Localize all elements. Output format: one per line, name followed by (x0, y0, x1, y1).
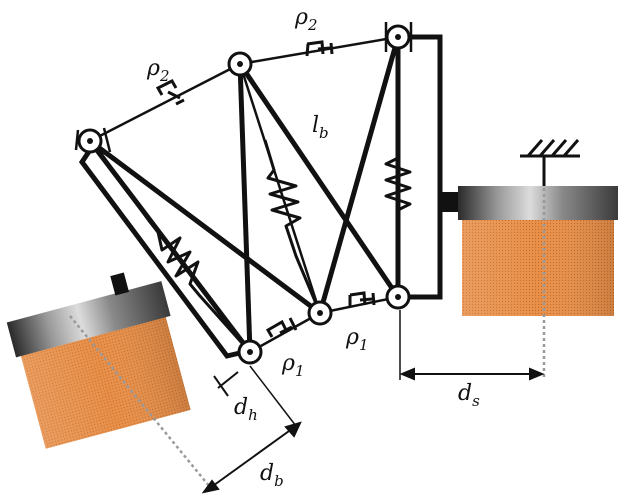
damper-rho2-left (155, 79, 185, 106)
joints (74, 22, 413, 365)
joint-bottom-left (237, 339, 263, 365)
joint-bottom-right (385, 284, 411, 310)
dimension-db (201, 421, 302, 494)
dimension-dh (213, 365, 297, 427)
damper-rho1-bottom (265, 317, 298, 338)
right-actuator-connector (442, 192, 458, 212)
spring-left (90, 140, 252, 353)
pin-joint-icon (74, 127, 112, 154)
left-actuator-axis (69, 315, 215, 493)
left-actuator (6, 272, 191, 449)
right-actuator-cap (458, 186, 618, 220)
damper-rho1-right (348, 291, 376, 307)
right-actuator (442, 186, 618, 380)
label-lb: lb (312, 113, 329, 142)
ground-hatch-icon (520, 139, 580, 186)
joint-bottom-middle (307, 300, 333, 326)
dimension-ds (399, 310, 545, 381)
left-bracket (78, 145, 245, 359)
spring-icon (263, 139, 322, 314)
label-rho2-top: ρ2 (294, 5, 317, 34)
joint-top-right (384, 22, 413, 52)
label-rho1-bottom: ρ1 (281, 351, 304, 380)
label-rho1-right: ρ1 (345, 325, 368, 354)
left-actuator-cap (6, 281, 171, 358)
damper-rho2-top (305, 40, 334, 57)
label-db: db (260, 461, 284, 490)
joint-top-middle (227, 51, 253, 77)
spring-right (384, 120, 412, 297)
left-actuator-connector (110, 272, 129, 296)
left-actuator-body-shade (20, 315, 191, 449)
label-ds: ds (458, 381, 480, 410)
right-actuator-body-shade (462, 218, 614, 316)
damper-icon (155, 40, 376, 338)
cable-network (89, 35, 399, 354)
label-dh: dh (234, 395, 258, 424)
label-rho2-left: ρ2 (146, 56, 169, 85)
right-bracket (404, 34, 443, 300)
